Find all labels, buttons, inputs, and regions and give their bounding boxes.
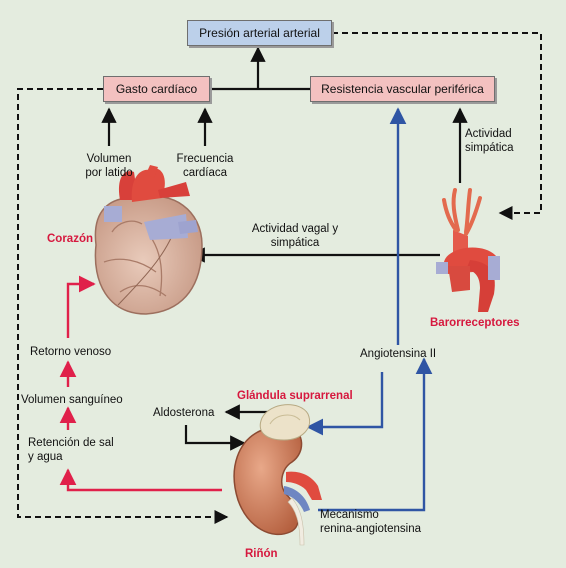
resistencia-vascular-box: Resistencia vascular periférica (310, 76, 495, 102)
kidney-illustration (233, 404, 322, 546)
volumen-latido-label: Volumen por latido (62, 152, 156, 180)
volumen-latido-line-1: Volumen (86, 153, 132, 165)
angiotensina-label: Angiotensina II (360, 348, 437, 360)
blue-arrows (306, 107, 433, 512)
retencion-label: Retención de sal y agua (28, 436, 114, 464)
frecuencia-label: Frecuencia cardíaca (158, 152, 252, 180)
gasto-cardiaco-box: Gasto cardíaco (103, 76, 210, 102)
actividad-simpatica-line-2: simpática (465, 142, 514, 154)
actividad-vagal-line-2: simpática (270, 237, 320, 249)
barorreceptores-label: Barorreceptores (430, 317, 520, 329)
presion-arterial-box: Presión arterial arterial (187, 20, 332, 46)
frecuencia-line-1: Frecuencia (176, 153, 234, 165)
frecuencia-line-2: cardíaca (182, 167, 228, 179)
actividad-simpatica-label: Actividad simpática (465, 127, 514, 155)
actividad-simpatica-line-1: Actividad (465, 128, 512, 140)
heart-illustration (94, 165, 203, 315)
actividad-vagal-line-1: Actividad vagal y (251, 223, 339, 235)
rinon-label: Riñón (245, 548, 278, 560)
top-connector-arrows (210, 46, 310, 91)
volumen-latido-line-2: por latido (85, 167, 133, 179)
retencion-line-2: y agua (28, 451, 63, 463)
glandula-suprarrenal-label: Glándula suprarrenal (237, 390, 353, 402)
corazon-label: Corazón (47, 233, 93, 245)
retencion-line-1: Retención de sal (28, 437, 114, 449)
aldosterona-label: Aldosterona (153, 407, 215, 419)
retorno-venoso-label: Retorno venoso (30, 346, 112, 358)
volumen-sanguineo-label: Volumen sanguíneo (21, 394, 123, 406)
mecanismo-line-1: Mecanismo (320, 509, 379, 521)
mecanismo-label: Mecanismo renina-angiotensina (320, 508, 421, 536)
baroreceptor-illustration (436, 188, 500, 312)
dashed-feedback-lines (17, 32, 542, 524)
actividad-vagal-label: Actividad vagal y simpática (225, 222, 365, 250)
mecanismo-line-2: renina-angiotensina (320, 523, 422, 535)
red-arrows (59, 275, 222, 492)
